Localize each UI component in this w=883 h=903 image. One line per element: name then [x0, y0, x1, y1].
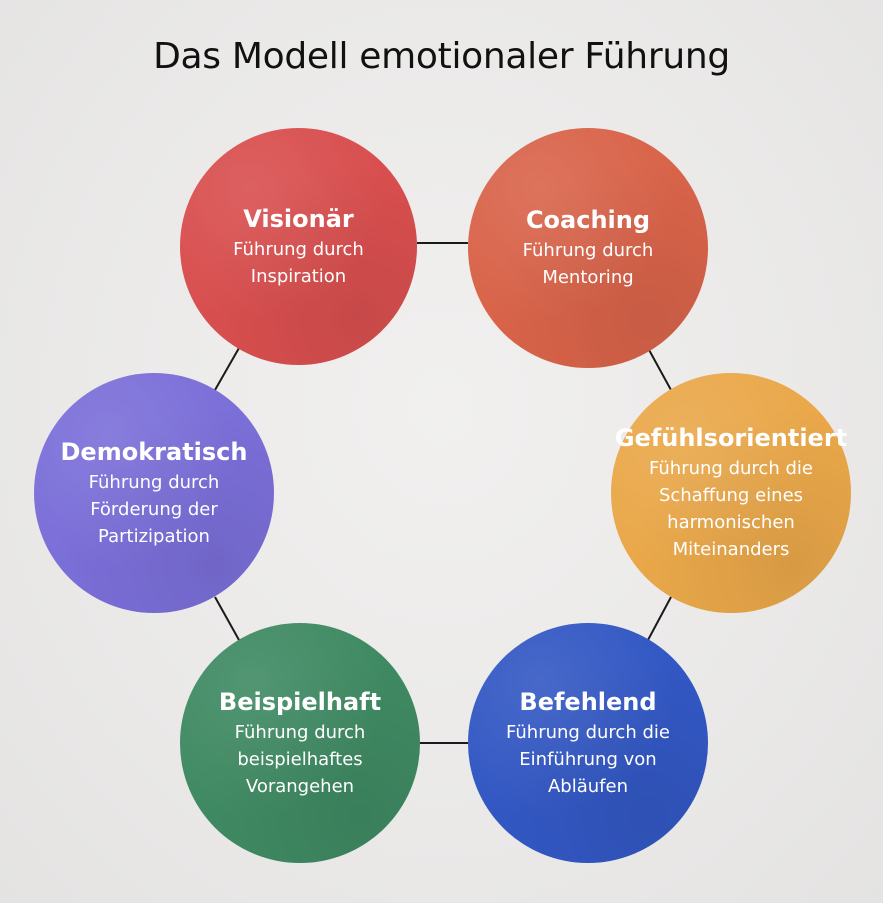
style-description: Führung durch die Einführung von Abläufe…: [506, 721, 670, 797]
style-circle-coaching: Coaching Führung durch Mentoring: [468, 128, 708, 368]
style-name: Gefühlsorientiert: [614, 424, 848, 452]
connector-coaching-gefuehl: [647, 347, 672, 391]
style-name: Beispielhaft: [218, 687, 382, 716]
style-name: Befehlend: [519, 687, 657, 716]
style-description: Führung durch Förderung der Partizipatio…: [88, 471, 220, 547]
style-circle-gefuehlsorientiert: Gefühlsorientiert Führung durch die Scha…: [611, 373, 851, 613]
style-name: Visionär: [243, 204, 354, 233]
style-description: Führung durch beispielhaftes Vorangehen: [234, 721, 366, 797]
style-name: Coaching: [525, 206, 651, 234]
style-circle-visionaer: Visionär Führung durch Inspiration: [180, 128, 417, 365]
diagram-title: Das Modell emotionaler Führung: [153, 36, 730, 77]
connector-gefuehl-befehlend: [647, 596, 672, 641]
style-description: Führung durch die Schaffung eines harmon…: [649, 458, 813, 560]
style-circle-befehlend: Befehlend Führung durch die Einführung v…: [468, 623, 708, 863]
style-circle-beispielhaft: Beispielhaft Führung durch beispielhafte…: [180, 623, 420, 863]
style-circle-demokratisch: Demokratisch Führung durch Förderung der…: [34, 373, 274, 613]
connector-demokratisch-visionaer: [214, 347, 240, 391]
style-description: Führung durch Mentoring: [522, 240, 654, 288]
style-name: Demokratisch: [60, 437, 248, 466]
connector-beispiel-demokratisch: [214, 596, 240, 641]
style-description: Führung durch Inspiration: [233, 238, 364, 287]
